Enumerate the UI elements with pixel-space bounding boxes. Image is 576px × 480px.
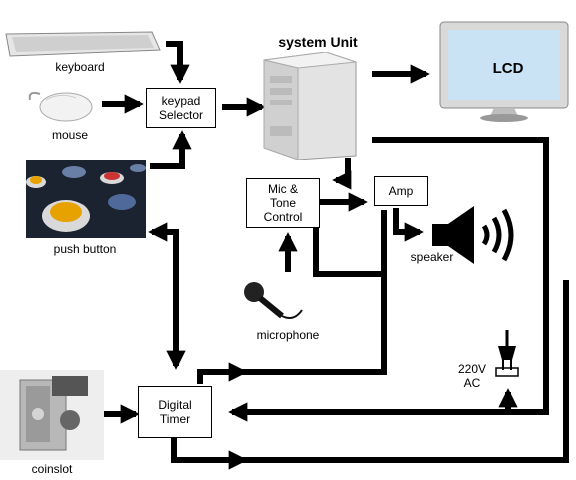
power-label: 220V AC [452, 362, 492, 390]
lcd-icon [439, 21, 569, 122]
system-unit-icon [263, 52, 357, 160]
mic-tone-line1: Mic & [268, 182, 298, 196]
line-bottom-return [244, 280, 569, 463]
arrow-pushbutton-to-selector [150, 130, 192, 169]
plug-icon [495, 330, 519, 377]
digital-timer-line1: Digital [158, 398, 192, 412]
system-unit-label: system Unit [278, 34, 358, 50]
microphone-icon [244, 282, 303, 319]
push-button-image [26, 160, 146, 238]
lcd-label: LCD [492, 60, 524, 77]
keyboard-label: keyboard [55, 60, 105, 74]
microphone-label: microphone [256, 328, 320, 342]
arrow-keyboard-to-selector [166, 41, 190, 84]
mic-tone-line2: Tone [269, 196, 297, 210]
mouse-label: mouse [51, 128, 89, 142]
push-button-label: push button [53, 242, 117, 256]
arrow-timer-to-pushbutton [148, 222, 179, 362]
digital-timer-box: Digital Timer [138, 386, 212, 438]
mic-tone-line3: Control [263, 210, 303, 224]
keypad-selector-line1: keypad [161, 94, 201, 108]
speaker-icon [432, 206, 514, 264]
arrow-timer-top-right [197, 362, 248, 384]
coinslot-label: coinslot [31, 462, 73, 476]
arrow-system-loop-to-timer [228, 137, 549, 422]
keypad-selector-box: keypad Selector [146, 88, 216, 128]
coinslot-image [0, 370, 104, 460]
keyboard-icon [5, 31, 161, 57]
arrow-system-to-mic-tone [332, 158, 352, 190]
power-voltage: 220V [457, 362, 487, 376]
keypad-selector-line2: Selector [158, 108, 204, 122]
speaker-label: speaker [410, 250, 454, 264]
digital-timer-line2: Timer [159, 412, 191, 426]
mic-tone-control-box: Mic & Tone Control [246, 178, 320, 228]
amp-label: Amp [388, 184, 414, 198]
arrow-amp-to-speaker [393, 208, 424, 242]
arrow-timer-bottom [171, 436, 248, 470]
power-type: AC [463, 376, 481, 390]
amp-box: Amp [374, 176, 428, 206]
line-mictone-amp-loop [313, 210, 387, 277]
mouse-icon [28, 91, 93, 122]
